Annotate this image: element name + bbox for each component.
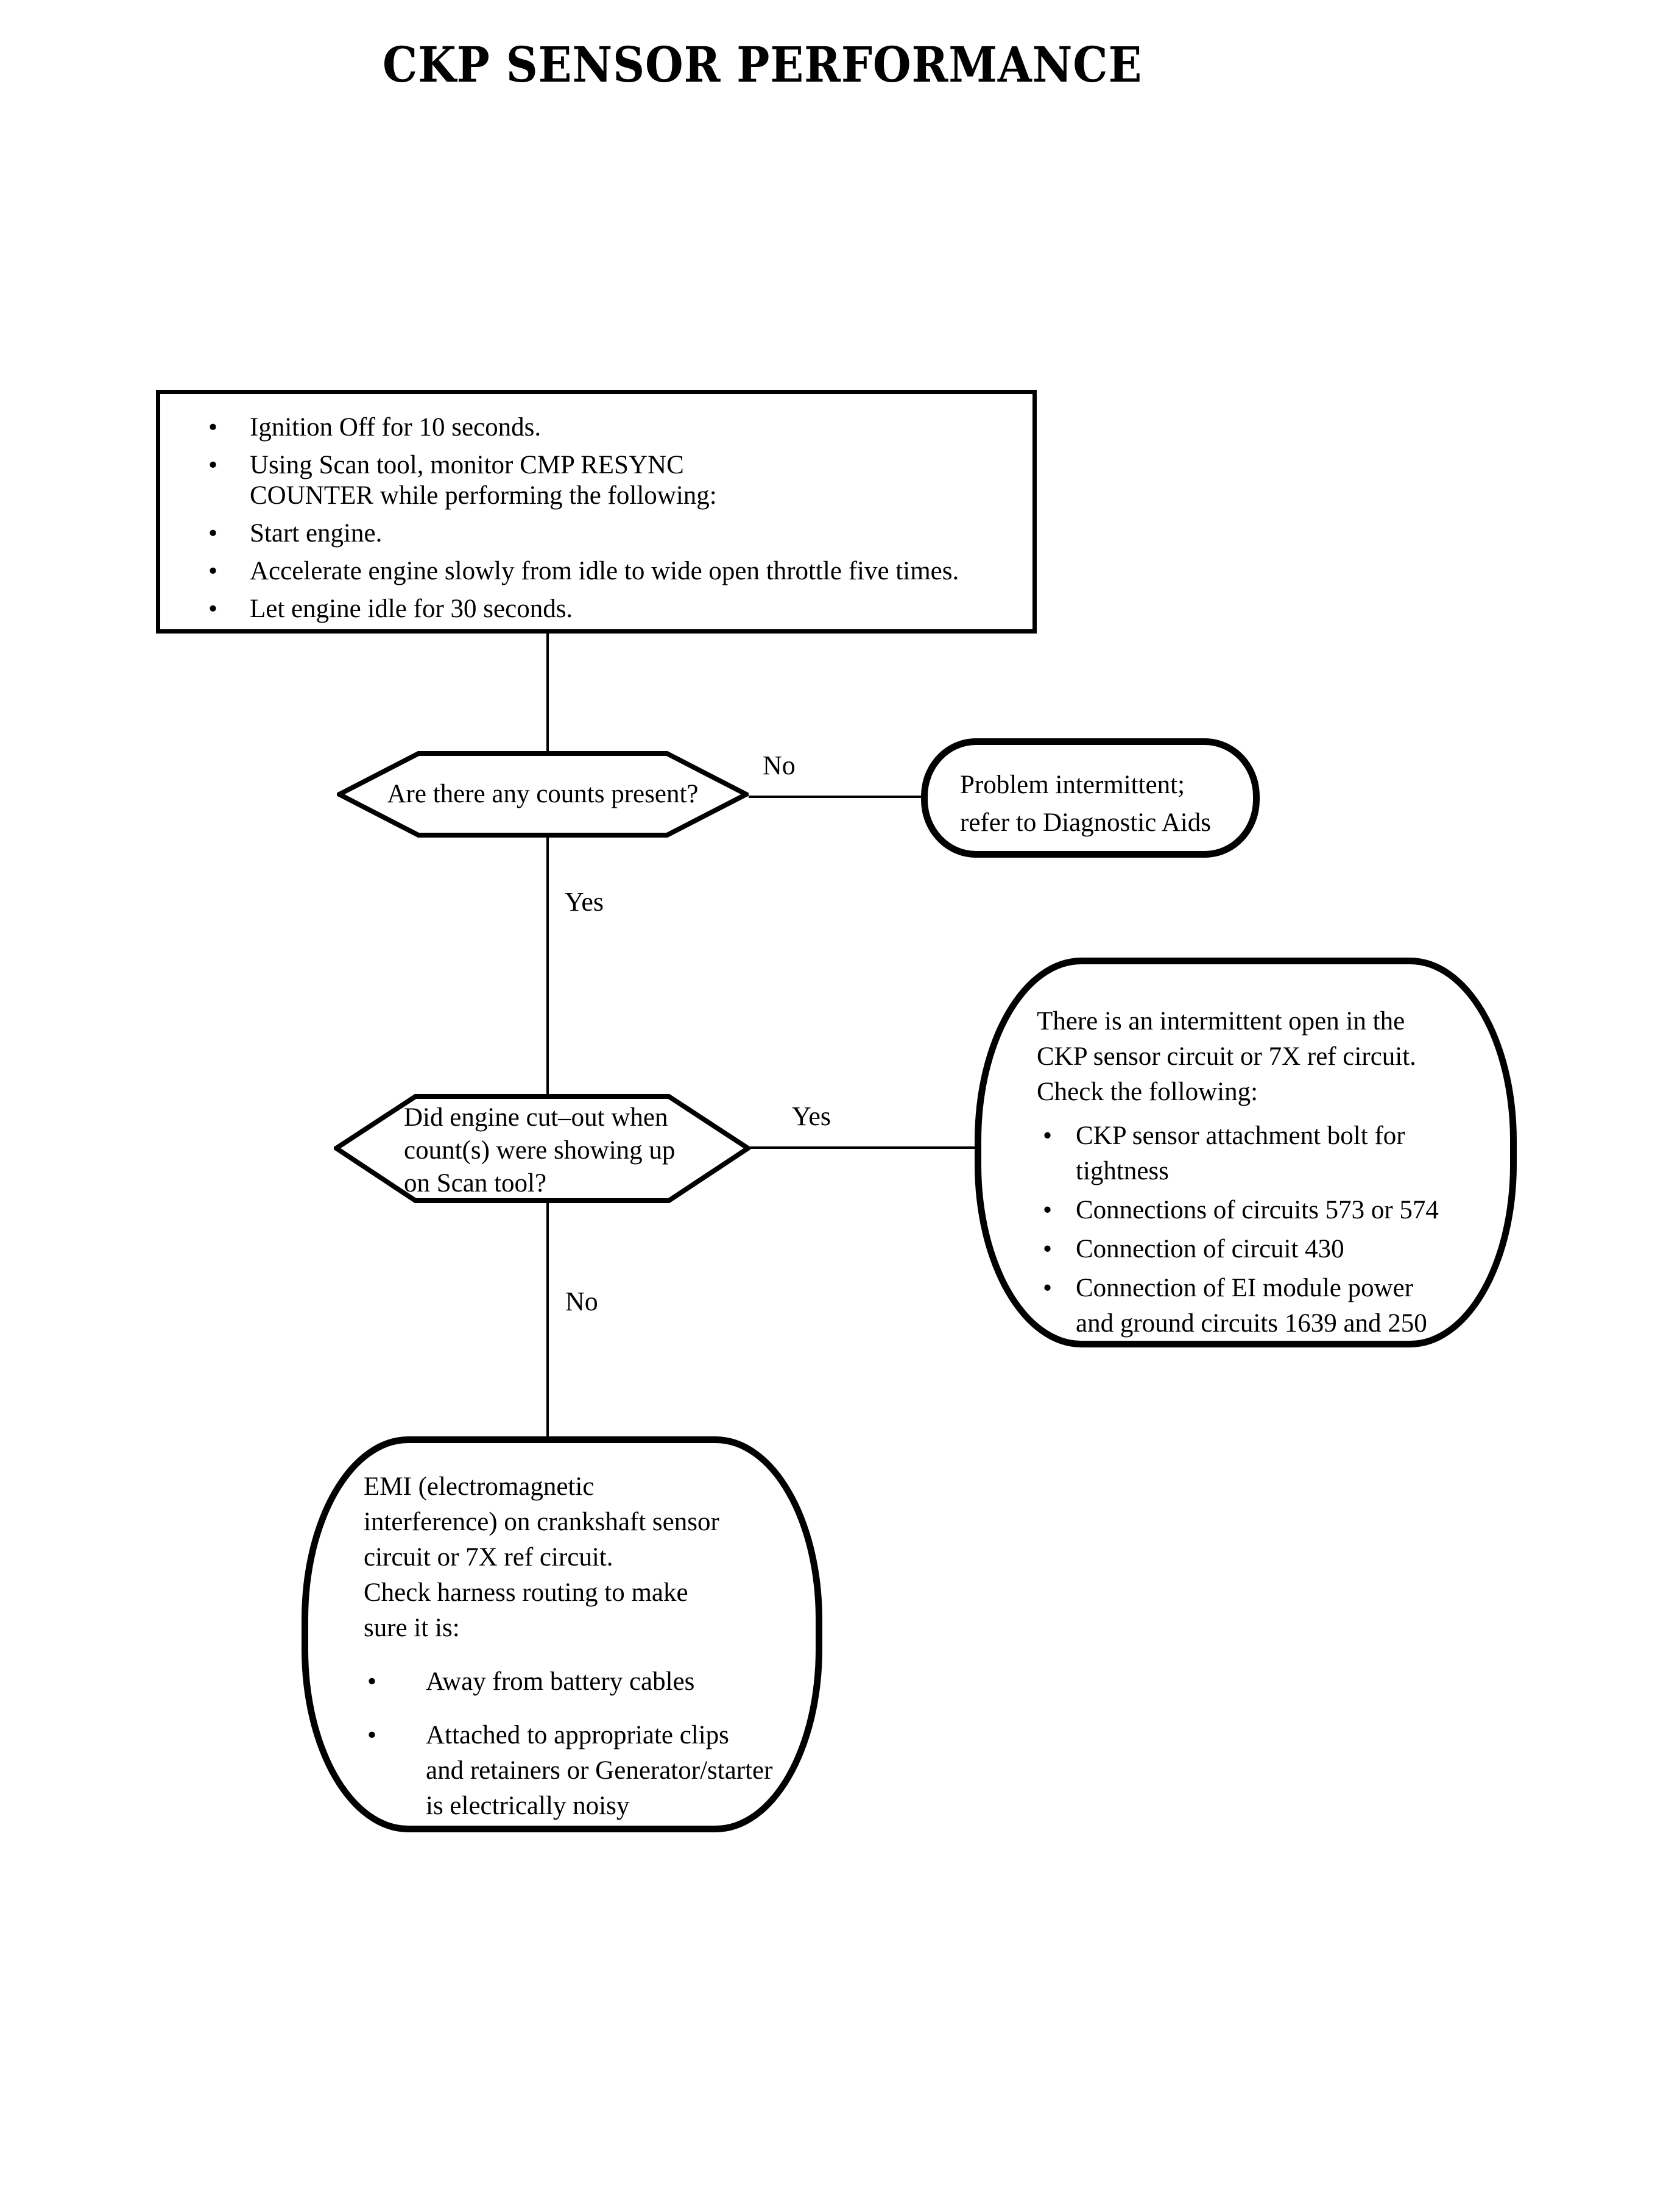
- text-line: CKP sensor circuit or 7X ref circuit.: [1037, 1042, 1416, 1071]
- text-line: There is an intermittent open in the: [1037, 1007, 1405, 1036]
- list-item: • Using Scan tool, monitor CMP RESYNC CO…: [208, 450, 1032, 511]
- node-emi: EMI (electromagnetic interference) on cr…: [302, 1436, 822, 1832]
- bullet-icon: •: [208, 451, 218, 479]
- node-intermittent-open: There is an intermittent open in the CKP…: [975, 958, 1517, 1347]
- bullet-icon: •: [367, 1721, 377, 1749]
- text-line: Check the following:: [1037, 1078, 1258, 1106]
- connector-decision2-no: [546, 1203, 549, 1436]
- bullet-icon: •: [208, 595, 218, 623]
- text-line: interference) on crankshaft sensor: [364, 1508, 719, 1536]
- text-line: circuit or 7X ref circuit.: [364, 1543, 613, 1572]
- label-no: No: [565, 1287, 598, 1316]
- text-line: and ground circuits 1639 and 250: [1076, 1309, 1427, 1338]
- list-item: • Connection of EI module power and grou…: [1043, 1271, 1439, 1341]
- connector-decision1-yes: [546, 838, 549, 1094]
- bullet-icon: •: [208, 557, 218, 585]
- text-line: tightness: [1076, 1157, 1169, 1185]
- bullet-icon: •: [1043, 1196, 1053, 1224]
- check-list: • CKP sensor attachment bolt for tightne…: [1043, 1118, 1439, 1341]
- page-title: CKP SENSOR PERFORMANCE: [383, 36, 1143, 93]
- text-line: sure it is:: [364, 1614, 460, 1642]
- connector-steps-to-decision1: [546, 634, 549, 751]
- decision-question: Are there any counts present?: [387, 780, 699, 808]
- text-line: and retainers or Generator/starter: [426, 1756, 773, 1785]
- hexagon-shape: [337, 751, 749, 838]
- text-line: Start engine.: [250, 519, 383, 548]
- list-item: • Connection of circuit 430: [1043, 1232, 1439, 1267]
- list-item: • Start engine.: [208, 518, 1032, 549]
- text-line: COUNTER while performing the following:: [250, 481, 717, 510]
- text-line: Problem intermittent;: [960, 771, 1185, 799]
- list-item: • Ignition Off for 10 seconds.: [208, 412, 1032, 443]
- list-item: • Attached to appropriate clips and reta…: [367, 1718, 772, 1824]
- steps-box: • Ignition Off for 10 seconds. • Using S…: [156, 390, 1037, 634]
- list-item: • Let engine idle for 30 seconds.: [208, 594, 1032, 624]
- connector-decision2-yes: [750, 1146, 975, 1149]
- text-line: Ignition Off for 10 seconds.: [250, 413, 542, 442]
- text-line: refer to Diagnostic Aids: [960, 808, 1211, 837]
- bullet-icon: •: [367, 1667, 377, 1696]
- text-line: Attached to appropriate clips: [426, 1721, 729, 1749]
- label-no: No: [763, 750, 796, 780]
- list-item: • Away from battery cables: [367, 1664, 772, 1700]
- label-yes: Yes: [792, 1101, 831, 1131]
- decision-counts-present: Are there any counts present?: [337, 751, 749, 838]
- decision-engine-cutout: Did engine cut–out when count(s) were sh…: [334, 1094, 750, 1203]
- text-line: Let engine idle for 30 seconds.: [250, 595, 573, 623]
- connector-decision1-no: [749, 796, 921, 798]
- bullet-icon: •: [1043, 1274, 1053, 1302]
- text-line: Connections of circuits 573 or 574: [1076, 1196, 1439, 1224]
- text-line: Check harness routing to make: [364, 1578, 688, 1607]
- text-line: Using Scan tool, monitor CMP RESYNC: [250, 451, 684, 479]
- bullet-icon: •: [1043, 1235, 1053, 1263]
- bullet-icon: •: [208, 413, 218, 442]
- hexagon-shape: [334, 1094, 750, 1203]
- text-line: CKP sensor attachment bolt for: [1076, 1121, 1405, 1150]
- list-item: • Connections of circuits 573 or 574: [1043, 1193, 1439, 1228]
- list-item: • Accelerate engine slowly from idle to …: [208, 556, 1032, 587]
- text-line: is electrically noisy: [426, 1792, 630, 1820]
- text-line: count(s) were showing up: [404, 1136, 676, 1165]
- node-problem-intermittent: Problem intermittent; refer to Diagnosti…: [921, 738, 1260, 858]
- text-line: Away from battery cables: [426, 1667, 695, 1696]
- text-line: Accelerate engine slowly from idle to wi…: [250, 557, 959, 585]
- steps-list: • Ignition Off for 10 seconds. • Using S…: [208, 412, 1032, 624]
- text-line: Did engine cut–out when: [404, 1103, 668, 1132]
- text-line: on Scan tool?: [404, 1169, 547, 1198]
- text-line: Connection of circuit 430: [1076, 1235, 1344, 1263]
- label-yes: Yes: [565, 887, 604, 917]
- list-item: • CKP sensor attachment bolt for tightne…: [1043, 1118, 1439, 1189]
- text-line: Connection of EI module power: [1076, 1274, 1414, 1302]
- bullet-icon: •: [208, 519, 218, 548]
- text-line: EMI (electromagnetic: [364, 1472, 595, 1501]
- check-list: • Away from battery cables • Attached to…: [367, 1664, 772, 1824]
- bullet-icon: •: [1043, 1121, 1053, 1150]
